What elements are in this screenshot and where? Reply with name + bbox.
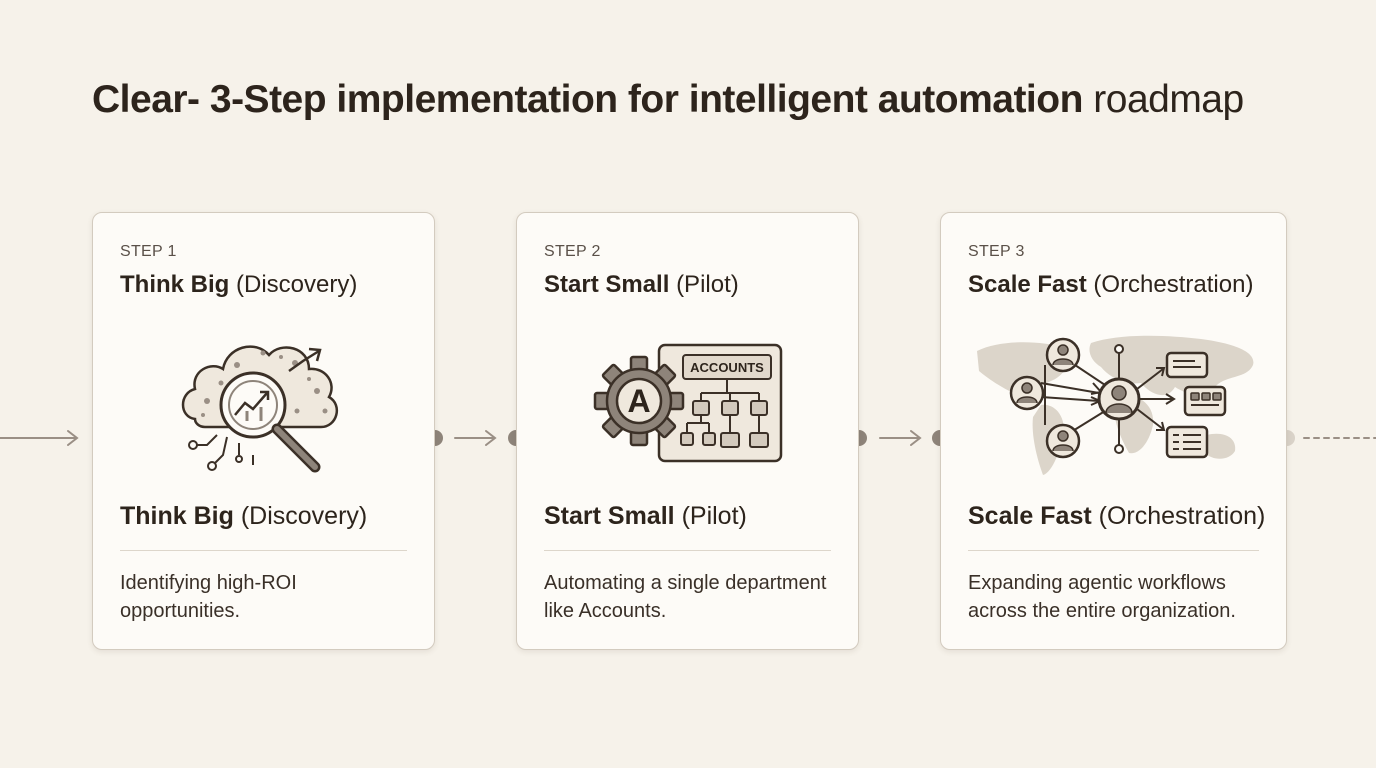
step-subheading-normal: (Orchestration) bbox=[1098, 502, 1266, 530]
step-description: Identifying high-ROI opportunities. bbox=[120, 572, 297, 622]
gear-org-chart-icon: ACCOUNTS bbox=[593, 343, 783, 463]
step-heading-normal: (Discovery) bbox=[236, 271, 358, 298]
connector-1-2-arrowhead bbox=[485, 430, 497, 446]
gear-letter: A bbox=[627, 383, 650, 419]
step-subheading: Think Big (Discovery) bbox=[120, 502, 367, 531]
divider bbox=[968, 550, 1259, 551]
step-heading: Start Small (Pilot) bbox=[544, 271, 739, 299]
step-subheading: Scale Fast (Orchestration) bbox=[968, 502, 1265, 531]
step-subheading-bold: Scale Fast bbox=[968, 502, 1092, 530]
cloud-magnifier-icon bbox=[181, 345, 339, 473]
step-heading-bold: Start Small bbox=[544, 271, 670, 298]
step-subheading: Start Small (Pilot) bbox=[544, 502, 747, 531]
step-heading: Think Big (Discovery) bbox=[120, 271, 357, 299]
step-subheading-bold: Start Small bbox=[544, 502, 675, 530]
step-description: Expanding agentic workflows across the e… bbox=[968, 572, 1236, 622]
divider bbox=[544, 550, 831, 551]
connector-2-3-arrowhead bbox=[910, 430, 922, 446]
step-subheading-bold: Think Big bbox=[120, 502, 234, 530]
step-label: STEP 2 bbox=[544, 243, 601, 260]
step-card-1: STEP 1 Think Big (Discovery) bbox=[92, 212, 435, 650]
step-heading-normal: (Orchestration) bbox=[1093, 271, 1254, 298]
step-card-2: STEP 2 Start Small (Pilot) ACCOUNTS bbox=[516, 212, 859, 650]
person-node-icon bbox=[1045, 423, 1081, 459]
step-heading-normal: (Pilot) bbox=[676, 271, 739, 298]
network-orchestration-icon bbox=[977, 335, 1254, 475]
step-heading-bold: Think Big bbox=[120, 271, 230, 298]
step-heading-bold: Scale Fast bbox=[968, 271, 1087, 298]
divider bbox=[120, 550, 407, 551]
step-card-3: STEP 3 Scale Fast (Orchestration) bbox=[940, 212, 1287, 650]
page-title: Clear- 3-Step implementation for intelli… bbox=[92, 78, 1244, 122]
lead-in-arrowhead bbox=[67, 430, 79, 446]
step-subheading-normal: (Discovery) bbox=[240, 502, 368, 530]
step-label: STEP 1 bbox=[120, 243, 177, 260]
step-label: STEP 3 bbox=[968, 243, 1025, 260]
person-node-icon bbox=[1009, 375, 1045, 411]
page-title-bold: Clear- 3-Step implementation for intelli… bbox=[92, 78, 1083, 121]
page-title-normal: roadmap bbox=[1093, 78, 1244, 121]
step-description: Automating a single department like Acco… bbox=[544, 572, 827, 622]
accounts-badge-text: ACCOUNTS bbox=[690, 360, 764, 375]
step-heading: Scale Fast (Orchestration) bbox=[968, 271, 1253, 299]
step-subheading-normal: (Pilot) bbox=[681, 502, 747, 530]
person-node-icon bbox=[1045, 337, 1081, 373]
central-agent-icon bbox=[1097, 377, 1141, 421]
